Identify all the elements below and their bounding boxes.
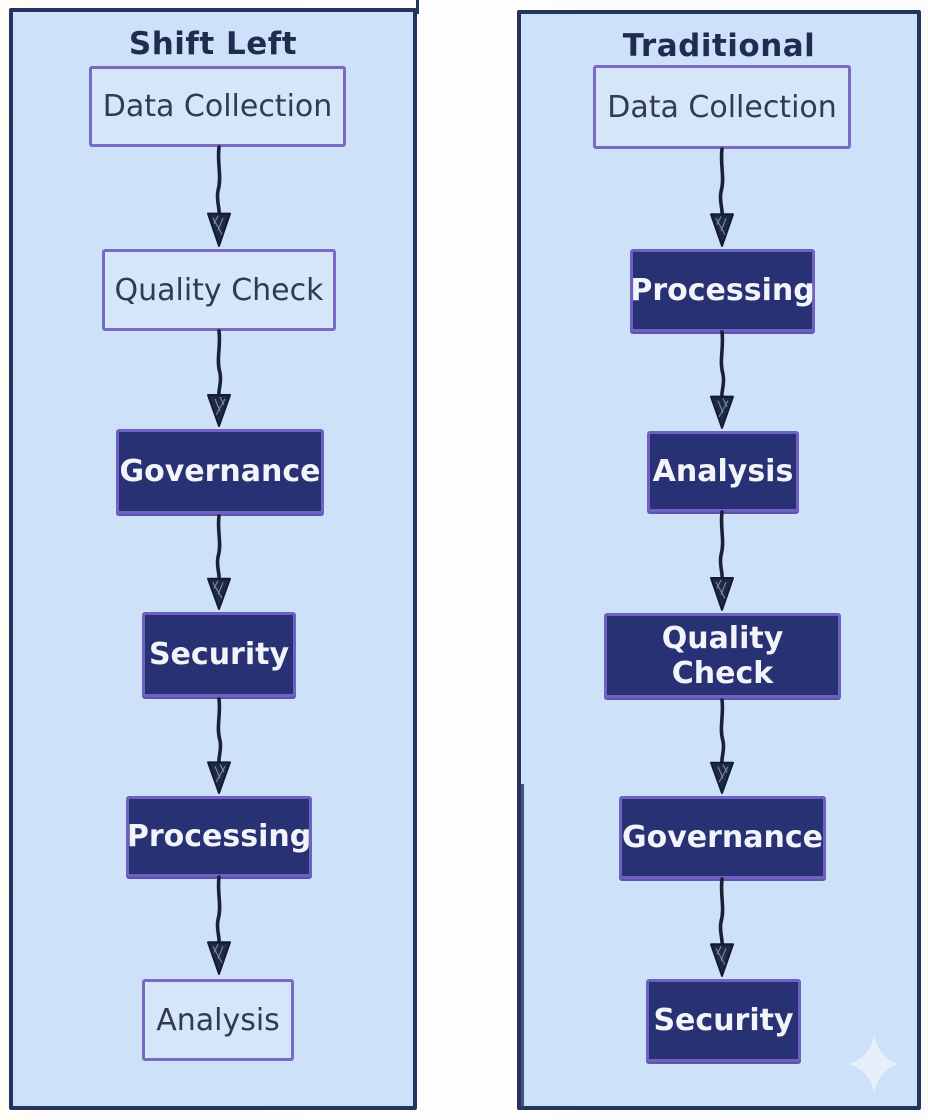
flow-node-data-collection: Data Collection xyxy=(89,66,346,147)
flow-node-processing: Processing xyxy=(126,796,312,877)
panel-shift-left: Shift Left Data Collection Quality Check… xyxy=(9,0,419,1110)
border-overshoot-mark xyxy=(416,0,419,14)
panel-traditional: Traditional Data Collection Processing A… xyxy=(517,10,921,1110)
down-arrow-icon xyxy=(707,510,737,613)
flow-node-security: Security xyxy=(142,612,296,697)
flow-node-analysis: Analysis xyxy=(142,979,294,1061)
down-arrow-icon xyxy=(707,147,737,249)
flow-node-quality-check: Quality Check xyxy=(604,613,841,698)
down-arrow-icon xyxy=(204,875,234,977)
down-arrow-icon xyxy=(707,330,737,431)
flow-node-security: Security xyxy=(646,979,801,1062)
flow-node-governance: Governance xyxy=(619,796,826,879)
down-arrow-icon xyxy=(204,514,234,612)
panel-title-traditional: Traditional xyxy=(622,28,816,64)
border-overdraw-stroke xyxy=(521,784,524,1110)
flow-node-data-collection: Data Collection xyxy=(593,65,851,149)
down-arrow-icon xyxy=(204,329,234,429)
flow-node-quality-check: Quality Check xyxy=(102,249,336,331)
down-arrow-icon xyxy=(204,697,234,796)
down-arrow-icon xyxy=(204,145,234,249)
flow-node-processing: Processing xyxy=(630,249,815,332)
sparkle-icon xyxy=(849,1034,899,1094)
flow-node-governance: Governance xyxy=(116,429,324,514)
down-arrow-icon xyxy=(707,698,737,796)
down-arrow-icon xyxy=(707,877,737,979)
panel-title-shift-left: Shift Left xyxy=(128,26,298,62)
flow-node-analysis: Analysis xyxy=(647,431,799,512)
